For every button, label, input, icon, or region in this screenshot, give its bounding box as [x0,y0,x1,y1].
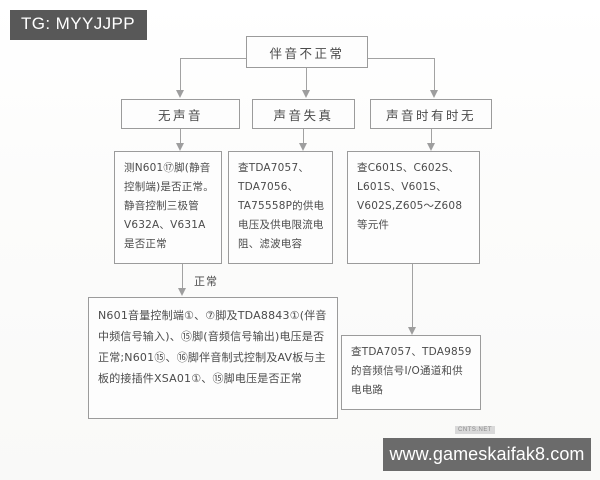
arrow-to-branch-1 [175,90,184,98]
tg-tag-text: TG: MYYJJPP [21,14,135,33]
site-url-banner-text: www.gameskaifak8.com [389,444,585,464]
node-check-no-sound-text: 测N601⑰脚(静音控制端)是否正常。静音控制三极管V632A、V631A是否正… [124,162,214,250]
node-check-distortion-text: 查TDA7057、TDA7056、TA75558P的供电电压及供电限流电阻、滤波… [238,162,325,250]
node-bottom-left-procedure-text: N601音量控制端①、⑦脚及TDA8843①(伴音中频信号输入)、⑮脚(音频信号… [98,309,327,385]
node-branch-distortion: 声音失真 [252,99,355,129]
arrow-to-bottom-right [407,327,416,335]
node-check-intermittent-text: 查C601S、C602S、L601S、V601S、V602S,Z605～Z608… [357,162,463,231]
mini-watermark: CNTS.NET [455,426,495,434]
node-branch-no-sound-label: 无声音 [157,107,203,123]
node-check-no-sound: 测N601⑰脚(静音控制端)是否正常。静音控制三极管V632A、V631A是否正… [114,151,222,264]
node-branch-no-sound: 无声音 [121,99,240,129]
arrow-to-branch-2 [301,90,310,98]
edge-label-normal: 正常 [194,273,218,289]
node-bottom-left-procedure: N601音量控制端①、⑦脚及TDA8843①(伴音中频信号输入)、⑮脚(音频信号… [88,297,338,419]
arrow-to-check-3 [426,143,435,151]
arrow-to-bottom-left [177,288,186,296]
edge-label-normal-text: 正常 [194,275,218,288]
node-branch-intermittent-label: 声音时有时无 [385,107,476,123]
arrow-to-check-2 [298,143,307,151]
connector-check3-to-bottom-right [412,264,413,330]
node-check-distortion: 查TDA7057、TDA7056、TA75558P的供电电压及供电限流电阻、滤波… [228,151,333,264]
connector-check1-to-bottom [182,264,183,290]
node-check-intermittent: 查C601S、C602S、L601S、V601S、V602S,Z605～Z608… [347,151,480,264]
node-root-fault: 伴音不正常 [246,36,368,68]
node-branch-distortion-label: 声音失真 [273,107,334,123]
connector-branch-3 [434,58,435,92]
connector-branch-2 [306,68,307,92]
arrow-to-branch-3 [429,90,438,98]
mini-watermark-text: CNTS.NET [458,427,492,433]
tg-tag-label: TG: MYYJJPP [10,10,147,40]
site-url-banner: www.gameskaifak8.com [383,438,591,471]
connector-branch-1 [180,58,181,92]
node-branch-intermittent: 声音时有时无 [370,99,492,129]
node-root-fault-label: 伴音不正常 [269,45,345,61]
node-bottom-right-procedure: 查TDA7057、TDA9859的音频信号I/O通道和供电电路 [341,335,481,410]
arrow-to-check-1 [175,143,184,151]
node-bottom-right-procedure-text: 查TDA7057、TDA9859的音频信号I/O通道和供电电路 [351,346,472,396]
